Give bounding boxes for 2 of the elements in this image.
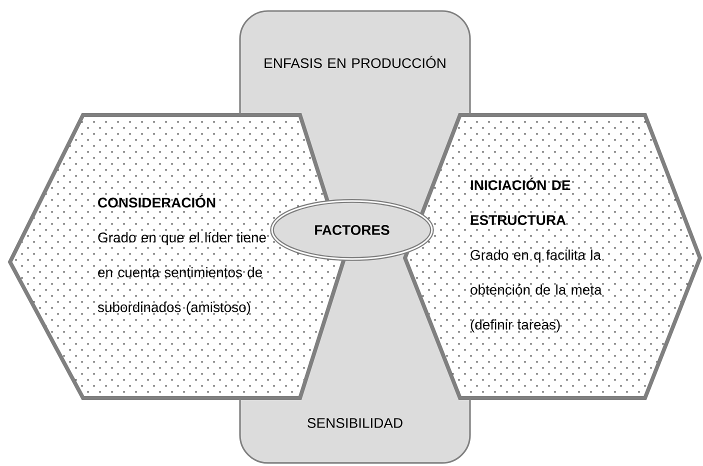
- node-label: Grado en que el líder tiene en cuenta sentimientos de subordinados (amistoso): [98, 232, 266, 315]
- node-label: CONSIDERACIÓN: [98, 195, 216, 208]
